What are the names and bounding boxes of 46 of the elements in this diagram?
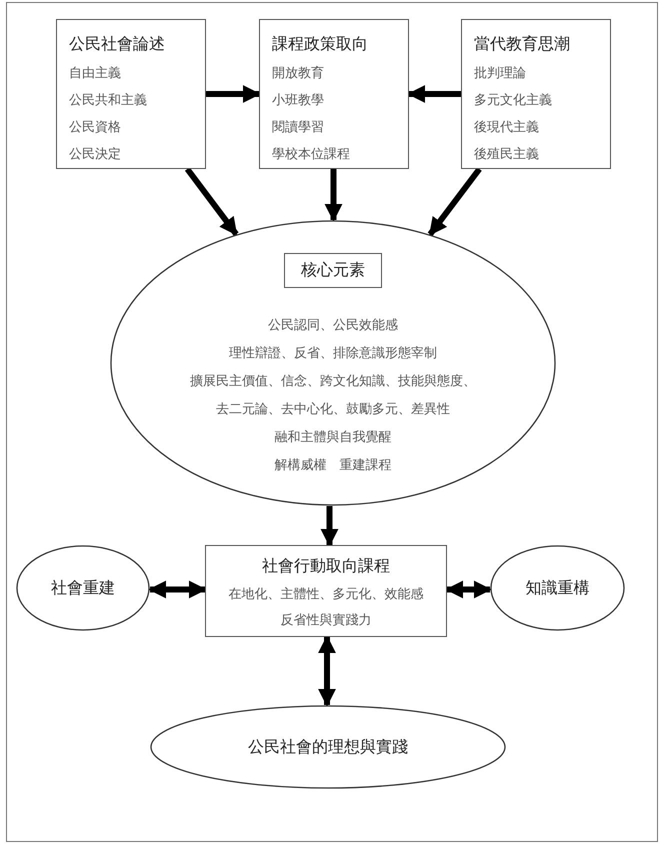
- arrow: [407, 85, 461, 103]
- ellipse-node: [110, 220, 556, 506]
- ellipse-text: 理性辯證、反省、排除意識形態宰制: [229, 344, 437, 362]
- text-box: [461, 19, 611, 169]
- ellipse-node: [150, 705, 506, 789]
- arrow: [428, 167, 482, 236]
- item-text: 學校本位課程: [272, 146, 350, 163]
- item-text: 在地化、主體性、多元化、效能感: [228, 586, 424, 603]
- heading-text: 核心元素: [301, 260, 365, 280]
- ellipse-text: 去二元論、去中心化、鼓勵多元、差異性: [216, 400, 450, 418]
- ellipse-node: [490, 545, 625, 631]
- item-text: 閱讀學習: [272, 119, 324, 136]
- item-text: 開放教育: [272, 64, 324, 82]
- arrow: [445, 580, 492, 598]
- arrow: [206, 85, 261, 103]
- item-text: 公民決定: [69, 146, 121, 163]
- item-text: 後殖民主義: [474, 146, 539, 163]
- arrow: [148, 580, 207, 598]
- text-box: [259, 19, 409, 169]
- heading-text: 課程政策取向: [272, 34, 368, 55]
- item-text: 反省性與實踐力: [280, 612, 372, 629]
- ellipse-node: [16, 545, 150, 631]
- item-text: 多元文化主義: [474, 92, 552, 109]
- item-text: 小班教學: [272, 92, 324, 109]
- arrow: [324, 169, 342, 222]
- heading-text: 當代教育思潮: [474, 34, 570, 55]
- arrow: [318, 635, 336, 707]
- heading-text: 公民社會論述: [69, 34, 165, 55]
- item-text: 公民共和主義: [69, 92, 147, 109]
- ellipse-text: 公民社會的理想與實踐: [248, 736, 408, 758]
- ellipse-text: 解構威權 重建課程: [274, 456, 392, 474]
- ellipse-text: 擴展民主價值、信念、跨文化知識、技能與態度、: [190, 372, 476, 390]
- item-text: 自由主義: [69, 65, 121, 82]
- ellipse-text: 融和主體與自我覺醒: [274, 428, 392, 446]
- arrow: [320, 506, 338, 547]
- heading-box: [284, 252, 382, 288]
- item-text: 社會行動取向課程: [262, 556, 390, 577]
- text-box: [56, 19, 206, 169]
- ellipse-text: 知識重構: [526, 578, 590, 598]
- item-text: 公民資格: [69, 119, 121, 136]
- arrow: [184, 167, 239, 236]
- ellipse-text: 公民認同、公民效能感: [268, 316, 398, 334]
- ellipse-text: 社會重建: [51, 578, 115, 598]
- text-box: [205, 545, 447, 637]
- item-text: 後現代主義: [474, 119, 539, 136]
- item-text: 批判理論: [474, 65, 526, 82]
